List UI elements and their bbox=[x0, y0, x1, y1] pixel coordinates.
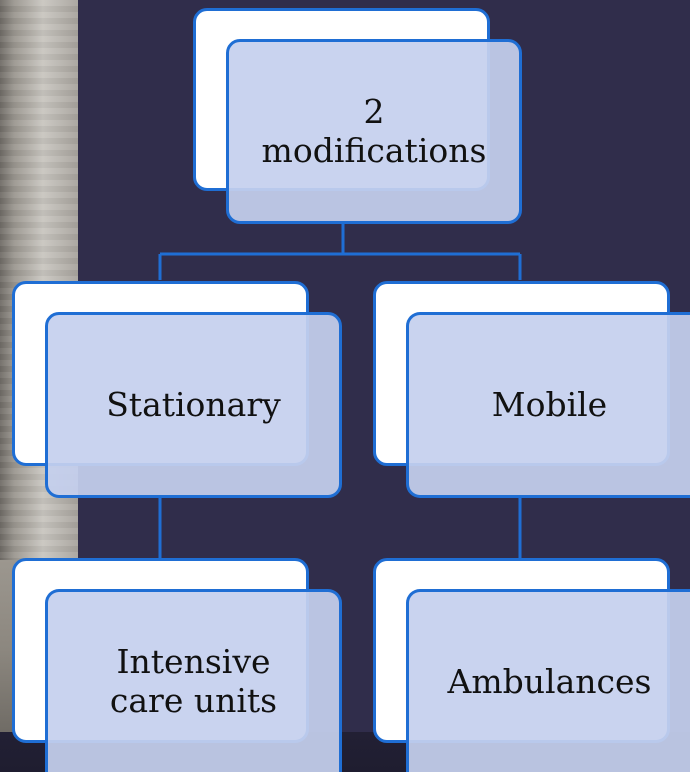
stationary-node: Stationary bbox=[45, 312, 342, 498]
root-node-line-1: 2 bbox=[363, 91, 385, 131]
icu-node-line-2: care units bbox=[109, 681, 278, 720]
mobile-node: Mobile bbox=[406, 312, 690, 498]
icu-node-line-1: Intensive bbox=[116, 642, 271, 682]
icu-node: Intensive care units bbox=[45, 589, 342, 772]
stationary-node-label: Stationary bbox=[106, 384, 281, 424]
root-node: 2 modifications bbox=[226, 39, 522, 224]
ambulances-node: Ambulances bbox=[406, 589, 690, 772]
mobile-node-label: Mobile bbox=[491, 384, 608, 424]
root-node-line-2: modifications bbox=[261, 130, 487, 170]
ambulances-node-label: Ambulances bbox=[447, 661, 652, 701]
